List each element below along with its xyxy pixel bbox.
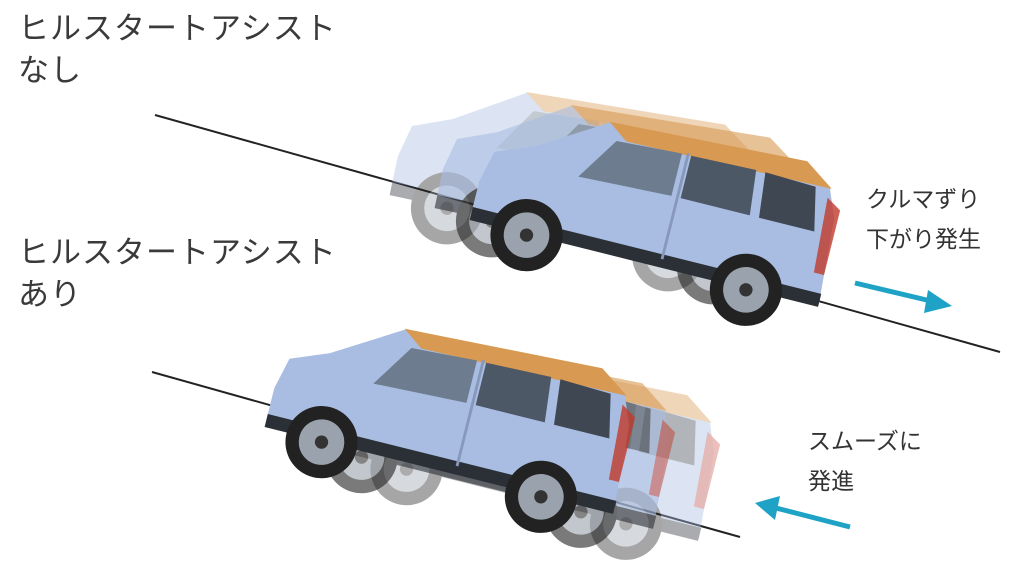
label-status: あり [18, 277, 82, 313]
label-without-assist: ヒルスタートアシスト なし [18, 8, 337, 92]
note-line: 下がり発生 [866, 227, 981, 253]
note-line: 発進 [808, 469, 854, 495]
label-title: ヒルスタートアシスト [18, 11, 337, 47]
arrow-down-right-icon [854, 280, 952, 313]
label-title: ヒルスタートアシスト [18, 235, 337, 271]
label-status: なし [18, 53, 82, 89]
label-with-assist: ヒルスタートアシスト あり [18, 232, 337, 316]
arrow-up-left-icon [755, 496, 851, 530]
note-rollback: クルマずり 下がり発生 [866, 180, 981, 260]
note-smooth-start: スムーズに 発進 [808, 422, 922, 502]
note-line: スムーズに [808, 429, 922, 455]
note-line: クルマずり [866, 187, 981, 213]
